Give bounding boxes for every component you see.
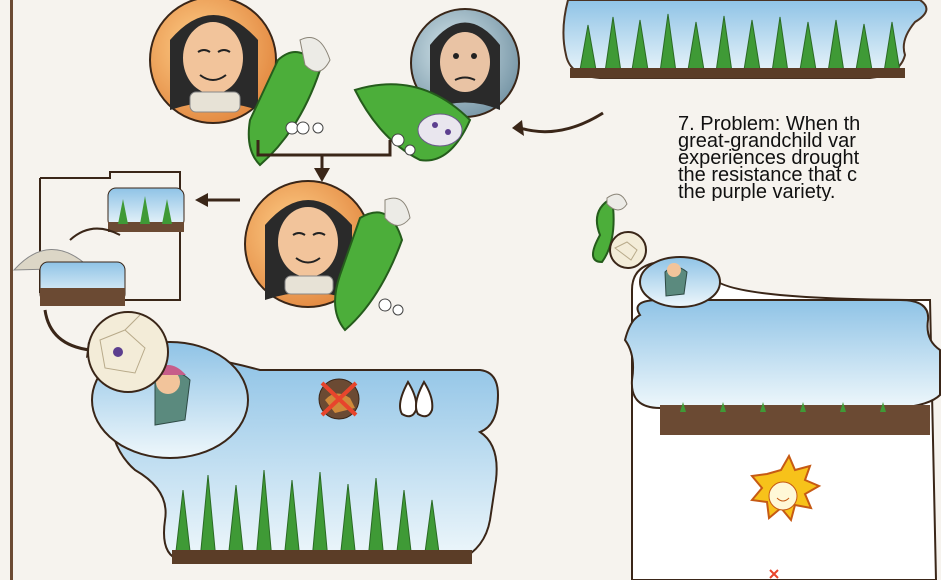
planting-cycle-box bbox=[14, 172, 184, 306]
drought-panel bbox=[625, 257, 940, 580]
seed-magnifier-right bbox=[610, 232, 646, 268]
seeds-1 bbox=[286, 122, 323, 134]
seed-magnifier-bottom bbox=[88, 312, 168, 392]
arrow-to-worried bbox=[520, 113, 603, 132]
seeds-3 bbox=[379, 299, 403, 315]
caption-line-5: the purple variety. bbox=[678, 184, 941, 201]
arrow-to-field bbox=[45, 310, 90, 350]
corn-field-panel-top bbox=[563, 0, 926, 78]
crossed-out-animal-icon bbox=[319, 379, 359, 419]
